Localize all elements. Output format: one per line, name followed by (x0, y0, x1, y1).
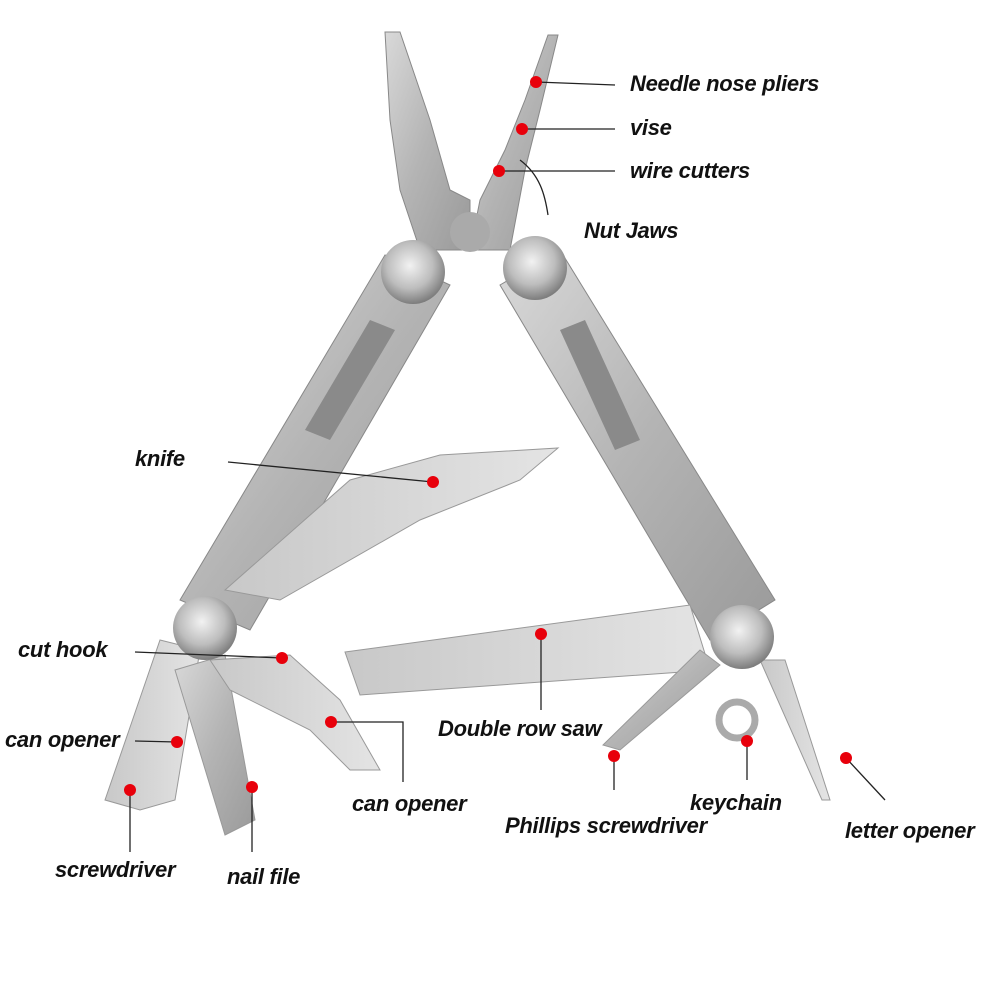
pliers-jaws (384, 31, 559, 252)
red-markers (124, 76, 852, 796)
label-wire-cutters: wire cutters (630, 158, 750, 183)
label-can-opener-left: can opener (5, 727, 120, 752)
label-vise: vise (630, 115, 672, 140)
label-letter-opener: letter opener (845, 818, 975, 843)
pivot (381, 240, 445, 304)
pivot (503, 236, 567, 300)
label-knife: knife (135, 446, 185, 471)
right-tools (602, 649, 831, 801)
label-double-row-saw: Double row saw (438, 716, 602, 741)
label-screwdriver: screwdriver (55, 857, 176, 882)
label-cut-hook: cut hook (18, 637, 108, 662)
left-tools (104, 639, 381, 836)
pivot (173, 596, 237, 660)
leader-lines (129, 81, 886, 852)
label-nail-file: nail file (227, 864, 301, 889)
label-can-opener-center: can opener (352, 791, 467, 816)
label-phillips-screwdriver: Phillips screwdriver (505, 813, 707, 838)
label-nut-jaws: Nut Jaws (584, 218, 679, 243)
label-keychain: keychain (690, 790, 782, 815)
label-needle-nose-pliers: Needle nose pliers (630, 71, 820, 96)
right-handle (499, 249, 776, 641)
pivot (710, 605, 774, 669)
saw-blade (344, 604, 711, 696)
